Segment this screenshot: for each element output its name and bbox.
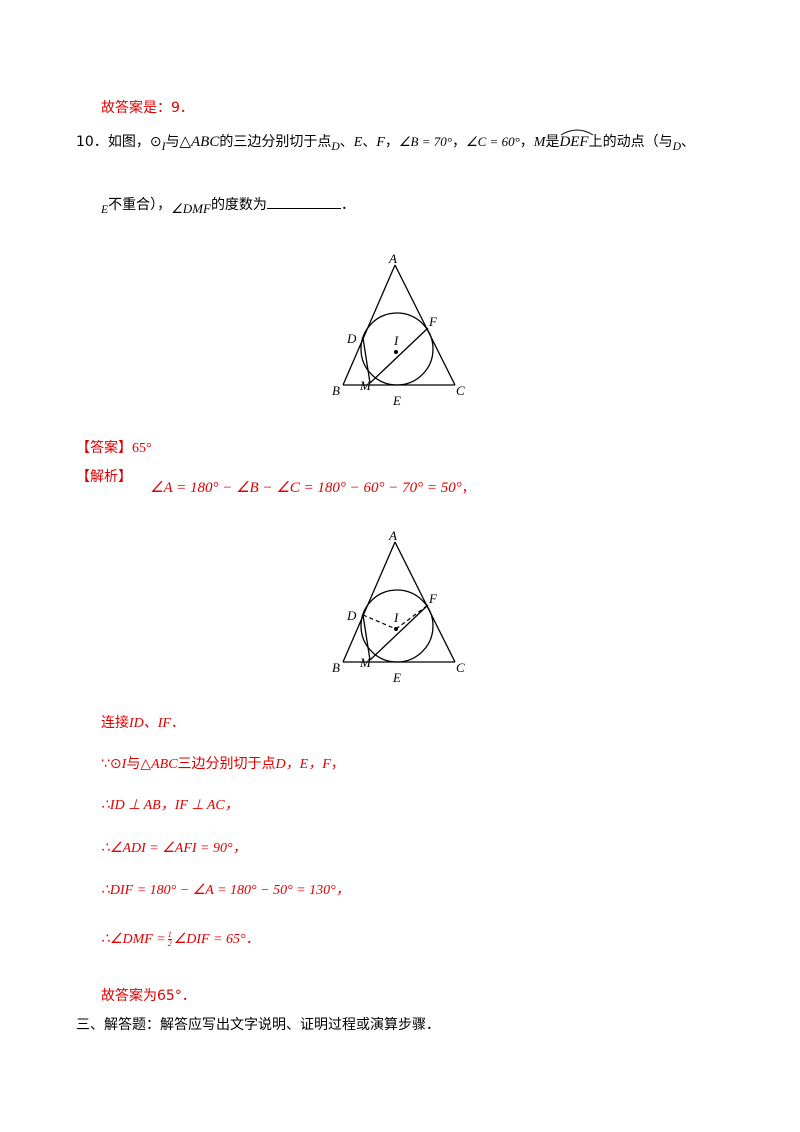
- answer-blank: [266, 194, 341, 209]
- question-period: ．: [340, 197, 355, 213]
- tangent-text: 的三边分别切于点: [219, 134, 332, 150]
- point-m: M: [533, 135, 546, 150]
- analysis-line-1: ∠A = 180° − ∠B − ∠C = 180° − 60° − 70° =…: [150, 477, 475, 497]
- comma-1: ，: [384, 134, 399, 150]
- solution-because: ∵⊙I与△ABC三边分别切于点D，E，F，: [101, 753, 345, 773]
- fig2-dashed-if: [395, 604, 429, 630]
- figure-2: A B C D E F I M: [332, 528, 465, 685]
- solution-step-3: ∴DIF = 180° − ∠A = 180° − 50° = 130°，: [101, 883, 350, 898]
- moving-point-text: 上的动点（与: [588, 134, 673, 150]
- fig2-label-e: E: [392, 670, 401, 685]
- fraction-denominator: 2: [167, 939, 172, 949]
- because-abc: ABC: [151, 757, 178, 772]
- connect-vars: ID、IF: [129, 716, 171, 731]
- degree-text: 的度数为: [210, 197, 267, 213]
- circle-var: I: [161, 139, 166, 153]
- previous-answer: 故答案是：9．: [101, 100, 194, 116]
- comma-3: ，: [519, 134, 534, 150]
- fig1-label-i: I: [393, 333, 399, 348]
- arc-icon: [561, 129, 594, 136]
- fig1-segment-mf: [369, 327, 429, 384]
- fig1-label-e: E: [392, 393, 401, 408]
- question-line-1: 10．如图，⊙I与△ABC的三边分别切于点D、E、F，∠B = 70°，∠C =…: [76, 129, 696, 153]
- solution-step-2: ∴∠ADI = ∠AFI = 90°，: [101, 841, 247, 856]
- angle-c: ∠C = 60°: [465, 134, 520, 149]
- question-number: 10．: [76, 134, 108, 150]
- fig1-label-c: C: [456, 383, 465, 398]
- question-intro: 如图，: [107, 134, 150, 150]
- solution-connect: 连接ID、IF．: [101, 712, 185, 732]
- triangle-symbol: △: [179, 134, 191, 150]
- figure-1: A B C D E F I M: [332, 251, 465, 408]
- fig2-center-dot: [394, 627, 398, 631]
- point-e: E: [353, 135, 363, 150]
- solution-step-1: ∴ID ⊥ AB，IF ⊥ AC，: [101, 798, 239, 813]
- point-d: D: [331, 139, 340, 153]
- arc-def: DEF: [559, 129, 594, 151]
- because-with: 与△: [126, 756, 152, 772]
- fig1-label-m: M: [359, 378, 372, 393]
- section-3-heading: 三、解答题：解答应写出文字说明、证明过程或演算步骤．: [76, 1017, 440, 1033]
- paren-e: E: [101, 202, 109, 216]
- fig1-label-f: F: [428, 314, 438, 329]
- fig2-label-b: B: [332, 660, 340, 675]
- fig2-label-d: D: [346, 608, 357, 623]
- answer-line: 【答案】65°: [76, 437, 152, 457]
- fig2-label-i: I: [393, 610, 399, 625]
- angle-b: ∠B = 70°: [398, 134, 452, 149]
- fig2-label-c: C: [456, 660, 465, 675]
- because-i: I: [121, 757, 127, 772]
- fig1-incircle: [360, 312, 434, 386]
- answer-value: 65°: [132, 441, 152, 456]
- analysis-equation: ∠A = 180° − ∠B − ∠C = 180° − 60° − 70° =…: [150, 480, 462, 496]
- paren-d: D: [672, 139, 682, 153]
- question-line-2: E不重合），∠DMF的度数为 ．: [101, 194, 355, 217]
- fig1-segment-dm: [362, 337, 371, 384]
- answer-label: 【答案】: [76, 440, 132, 456]
- step4-right: ∠DIF = 65°．: [173, 932, 260, 947]
- analysis-comma: ，: [461, 481, 475, 496]
- sep-3: 、: [681, 134, 696, 150]
- because-symbol: ∵⊙: [101, 756, 122, 772]
- because-text: 三边分别切于点: [177, 756, 276, 772]
- because-points: D，E，F: [275, 757, 331, 772]
- triangle-var: ABC: [191, 134, 220, 150]
- step4-left: ∴∠DMF =: [101, 932, 166, 947]
- fig2-segment-dm: [362, 614, 371, 661]
- point-f: F: [376, 135, 385, 150]
- fig2-label-f: F: [428, 591, 438, 606]
- fraction-numerator: 1: [167, 930, 172, 941]
- fig2-side-ab: [342, 541, 396, 663]
- fig2-side-ac: [394, 541, 456, 663]
- fig1-side-ac: [394, 264, 456, 386]
- sep-1: 、: [339, 134, 354, 150]
- analysis-label: 【解析】: [76, 469, 132, 485]
- fig1-label-a: A: [388, 251, 397, 266]
- circle-symbol: ⊙: [149, 135, 162, 150]
- arc-def-label: DEF: [559, 134, 589, 150]
- connect-end: ．: [171, 715, 185, 731]
- connect-text: 连接: [101, 715, 129, 731]
- because-end: ，: [330, 756, 345, 772]
- fig2-label-a: A: [388, 528, 397, 543]
- with-text: 与: [165, 134, 180, 150]
- comma-2: ，: [451, 134, 466, 150]
- fig1-label-d: D: [346, 331, 357, 346]
- fig2-segment-mf: [369, 604, 429, 661]
- fig2-incircle: [360, 589, 434, 663]
- solution-conclusion: 故答案为65°．: [101, 988, 196, 1004]
- not-coincide-text: 不重合），: [108, 197, 172, 213]
- is-text: 是: [545, 134, 560, 150]
- angle-dmf: ∠DMF: [171, 200, 211, 216]
- fig1-label-b: B: [332, 383, 340, 398]
- fig2-dashed-id: [362, 614, 397, 630]
- fig1-center-dot: [394, 350, 398, 354]
- fig2-label-m: M: [359, 655, 372, 670]
- fig1-side-ab: [342, 264, 396, 386]
- sep-2: 、: [362, 134, 377, 150]
